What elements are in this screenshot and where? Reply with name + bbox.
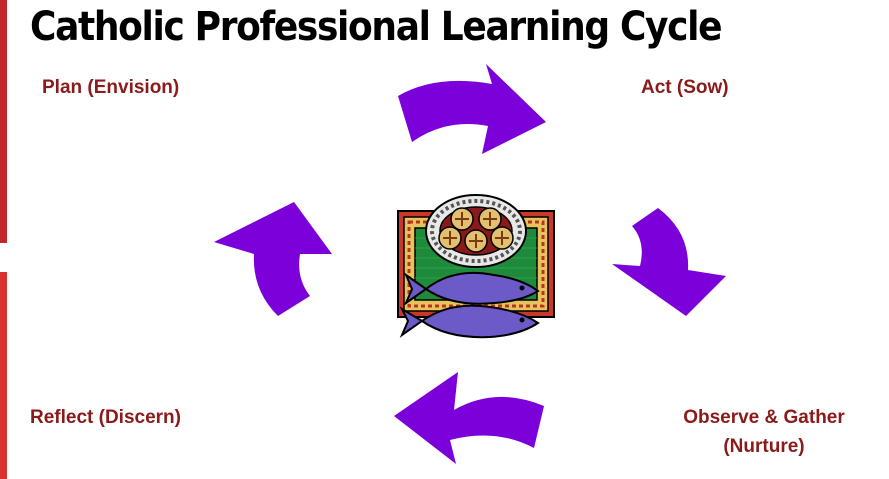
stage-label-reflect: Reflect (Discern) [30, 407, 181, 428]
stage-label-observe-line2: (Nurture) [723, 435, 805, 457]
loaves-and-fishes-icon [397, 194, 555, 339]
stage-label-plan: Plan (Envision) [42, 77, 180, 98]
stage-label-act: Act (Sow) [641, 77, 729, 98]
slide-accent-bar-top [0, 0, 7, 243]
curved-arrow-bottom-icon [394, 372, 544, 464]
page-title: Catholic Professional Learning Cycle [30, 4, 723, 50]
stage-label-observe-line1: Observe & Gather [683, 407, 845, 428]
curved-arrow-left-icon [214, 202, 332, 316]
curved-arrow-right-icon [612, 208, 726, 316]
slide-accent-bar-bottom [0, 272, 7, 479]
curved-arrow-top-icon [398, 64, 546, 154]
stage-label-observe: Observe & Gather (Nurture) [668, 404, 860, 461]
